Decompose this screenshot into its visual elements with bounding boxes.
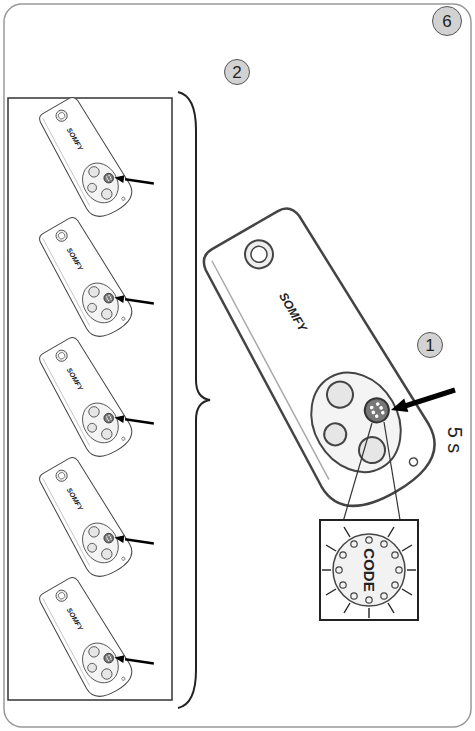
- callout-text: 1: [425, 337, 434, 354]
- callout-number: 2: [224, 59, 250, 85]
- callout-number: 1: [417, 332, 443, 358]
- callout-text: 2: [232, 64, 241, 81]
- callout-text: 6: [442, 13, 451, 30]
- button-label: CODE: [362, 548, 377, 591]
- callout-number: 6: [432, 6, 462, 36]
- duration-label: 5 s: [445, 427, 465, 454]
